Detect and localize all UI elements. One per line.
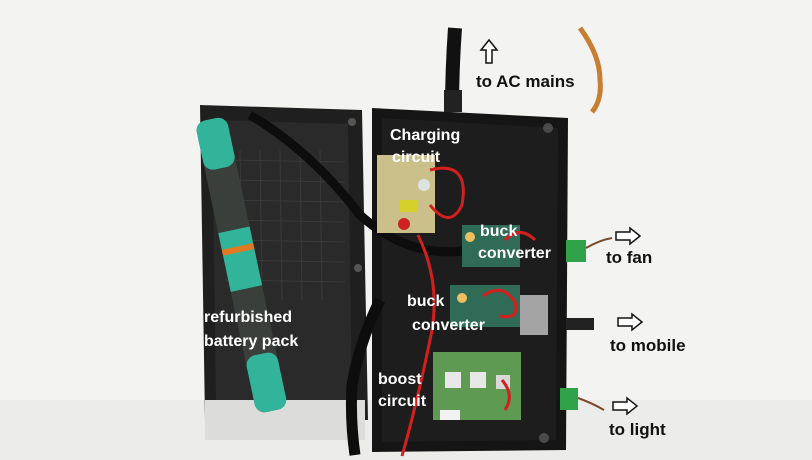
label-charging-line2: circuit xyxy=(392,149,441,166)
label-to-fan: to fan xyxy=(606,248,653,267)
label-to-light: to light xyxy=(609,420,666,439)
label-buck2-line2: converter xyxy=(412,317,485,334)
arrow-right-icon xyxy=(612,396,639,416)
label-battery-line2: battery pack xyxy=(204,333,299,350)
label-charging-line1: Charging xyxy=(390,127,461,144)
battery-pack xyxy=(196,117,287,413)
light-terminal xyxy=(560,388,578,410)
arrow-right-icon xyxy=(615,226,642,246)
label-buck2-line1: buck xyxy=(407,293,445,310)
arrow-right-icon xyxy=(617,312,644,332)
buck-converter-board-1 xyxy=(462,225,520,267)
label-boost-line2: circuit xyxy=(378,393,427,410)
mobile-usb-plug xyxy=(566,318,594,330)
arrow-up-icon xyxy=(479,38,499,64)
label-to-ac-mains: to AC mains xyxy=(476,72,575,91)
charging-board xyxy=(377,155,435,233)
fan-terminal xyxy=(566,240,586,262)
label-battery-line1: refurbished xyxy=(204,309,293,326)
label-buck1-line2: converter xyxy=(478,245,551,262)
label-to-mobile: to mobile xyxy=(610,336,686,355)
label-boost-line1: boost xyxy=(378,371,422,388)
label-buck1-line1: buck xyxy=(480,223,518,240)
buck-converter-board-2 xyxy=(450,285,548,335)
